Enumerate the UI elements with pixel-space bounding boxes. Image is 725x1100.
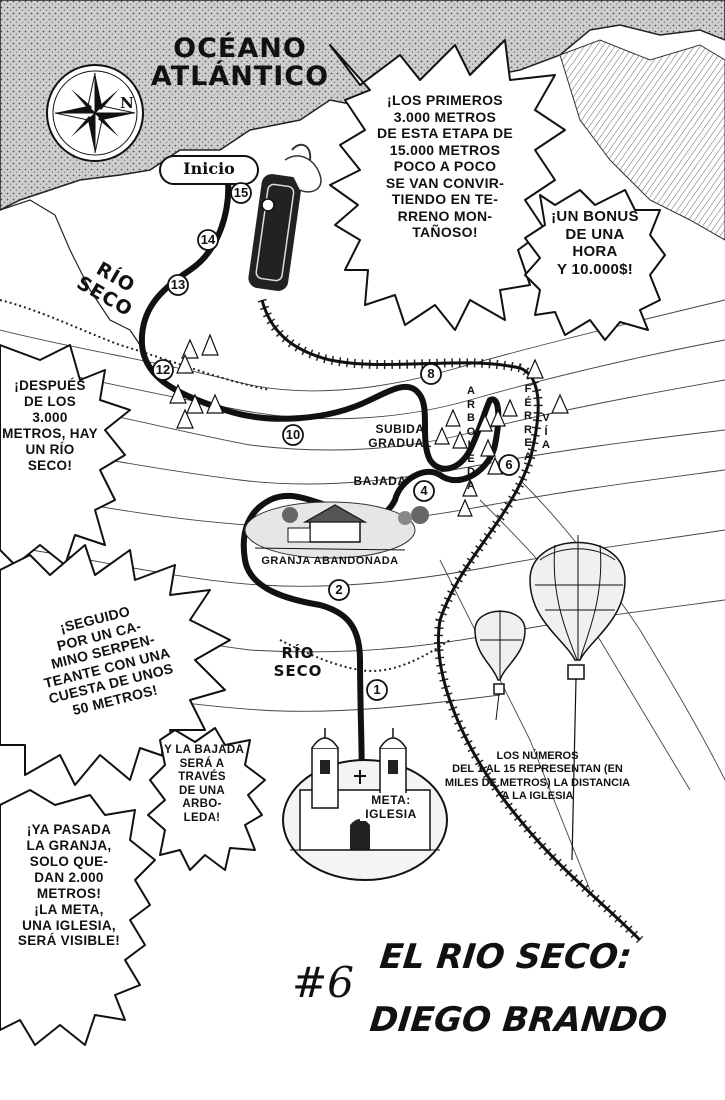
marker-12 [152,359,174,381]
bajada-label: BAJADA [353,474,407,488]
marker-6 [498,454,520,476]
bubble-dry-river [0,344,131,566]
compass-rose-icon [46,64,144,162]
marker-8 [420,363,442,385]
marker-6-label: 6 [505,457,513,472]
compass-north-letter: N [120,94,134,112]
chapter-title-line2: DIEGO BRANDO [367,1000,669,1040]
marker-8-label: 8 [427,366,435,381]
railroad-track [257,298,644,944]
marker-13-label: 13 [170,277,186,292]
chapter-number: #6 [292,958,354,1007]
distance-markers [152,182,520,701]
hot-air-balloons-illustration [474,535,626,861]
marker-15 [230,182,252,204]
start-label: Inicio [183,159,235,178]
bubble-descent [147,727,266,871]
legend-note: LOS NÚMEROS DEL 1 AL 15 REPRESENTAN (EN … [444,750,631,803]
via-label: V Í A [542,412,550,451]
marker-13 [167,274,189,296]
marker-10 [282,424,304,446]
caption-first-3000: ¡LOS PRIMEROS 3.000 METROS DE ESTA ETAPA… [377,92,513,241]
caption-bonus: ¡UN BONUS DE UNA HORA Y 10.000$! [551,208,639,279]
chapter-title-line1: EL RIO SECO: [377,937,634,977]
marker-10-label: 10 [285,427,301,442]
subida-label: SUBIDA GRADUAL [368,422,432,451]
bubble-after-farm [0,789,156,1046]
mountain-range [559,39,725,241]
ferrea-label: F É R R E A [524,383,532,463]
marker-12-label: 12 [155,362,171,377]
marker-14-label: 14 [200,232,216,247]
marker-2 [328,579,350,601]
arboleda-label: A R B O L E D A [466,385,476,492]
marker-2-label: 2 [335,582,343,597]
river-label-bottom: RÍO SECO [273,644,323,680]
caption-after-farm: ¡YA PASADA LA GRANJA, SOLO QUE- DAN 2.00… [17,822,121,949]
ocean-title: OCÉANO ATLÁNTICO [150,33,330,93]
marker-4-label: 4 [420,483,428,498]
bubble-bonus [524,189,666,341]
marker-1-label: 1 [373,682,381,697]
caption-dry-river: ¡DESPUÉS DE LOS 3.000 METROS, HAY UN RÍO… [2,378,98,473]
tree-icons [169,333,569,517]
marker-14 [197,229,219,251]
marker-4 [413,480,435,502]
farm-label: GRANJA ABANDONADA [261,555,399,567]
marker-15-label: 15 [233,185,249,200]
marker-1 [366,679,388,701]
bubble-first-3000 [329,39,566,331]
locomotive-illustration [248,143,322,291]
dry-river-top [0,299,271,391]
speech-bubbles [0,39,666,1046]
goal-label: META: IGLESIA [360,793,422,822]
bubble-serpent-road [0,544,231,786]
abandoned-farm-illustration [244,501,429,559]
start-label-bg [159,155,259,185]
caption-descent: ¡Y LA BAJADA SERÁ A TRAVÉS DE UNA ARBO- … [159,744,245,824]
